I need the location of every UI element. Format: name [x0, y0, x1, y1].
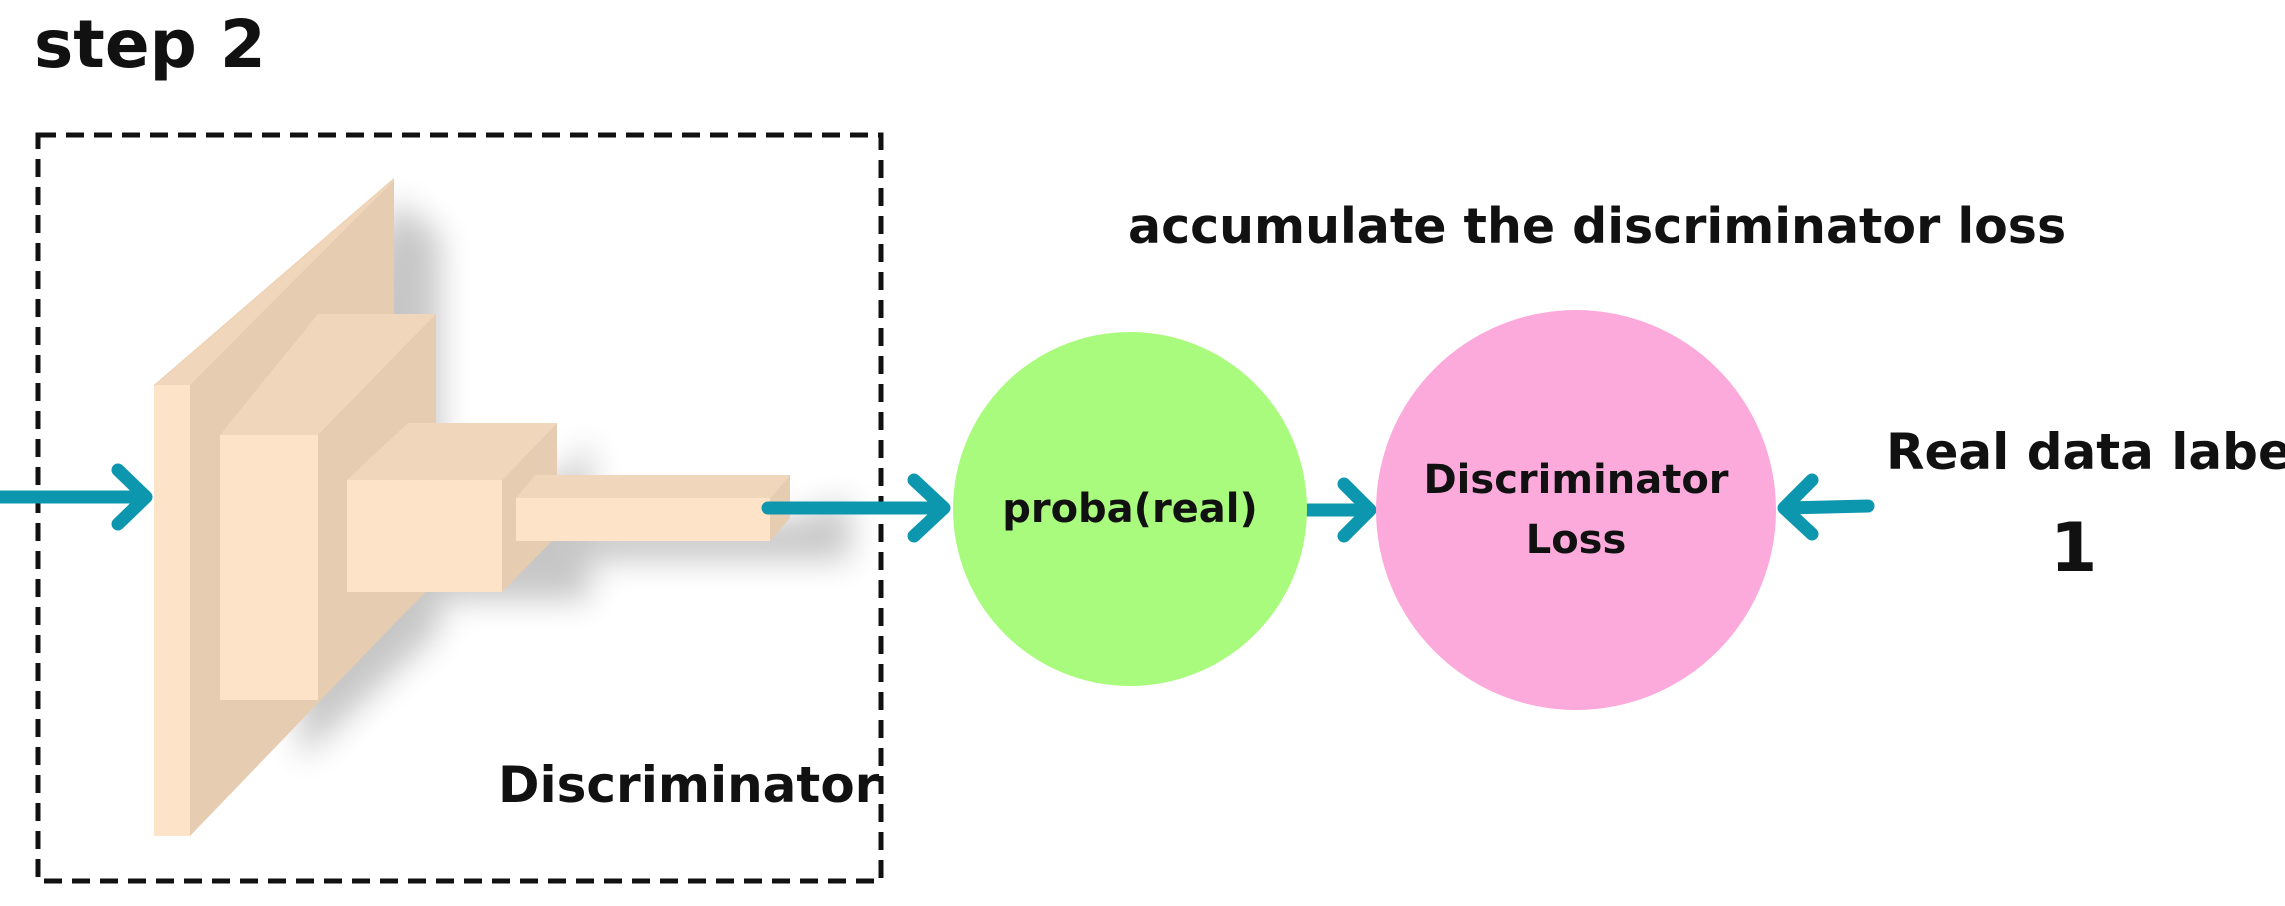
input-arrow: [0, 463, 153, 531]
real-label-to-loss-arrow: [1777, 473, 1875, 541]
discriminator-label: Discriminator: [498, 756, 880, 814]
output-to-proba-arrow: [761, 473, 951, 543]
annotation-text: accumulate the discriminator loss: [1128, 198, 2067, 255]
proba-real-node: proba(real): [953, 332, 1307, 686]
real-data-label: Real data label: [1886, 423, 2285, 481]
discriminator-network-icon: [154, 178, 850, 836]
discriminator-loss-line2: Loss: [1525, 517, 1627, 563]
proba-real-label: proba(real): [1002, 486, 1258, 532]
proba-to-loss-arrow: [1301, 477, 1377, 543]
discriminator-loss-text: Discriminator Loss: [1423, 450, 1728, 570]
discriminator-loss-node: Discriminator Loss: [1376, 310, 1776, 710]
discriminator-loss-line1: Discriminator: [1423, 457, 1729, 503]
real-data-value: 1: [2050, 509, 2098, 588]
page-title: step 2: [34, 6, 266, 83]
